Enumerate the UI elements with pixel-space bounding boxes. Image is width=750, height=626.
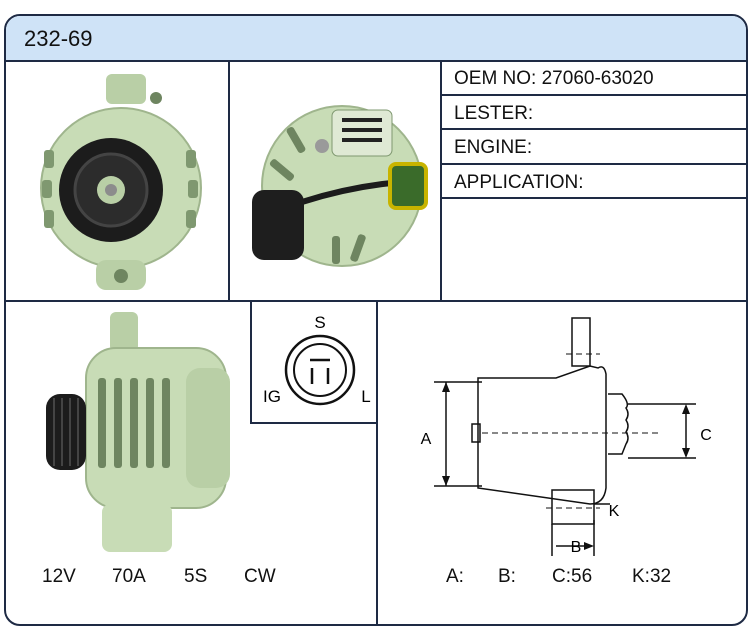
connector-box-bottom: [250, 422, 378, 424]
col-divider-1: [228, 62, 230, 300]
dim-b-value: B:: [498, 566, 516, 587]
title-bar: 232-69: [6, 16, 746, 62]
alternator-side-image: [46, 312, 230, 552]
oem-number: OEM NO: 27060-63020: [454, 68, 654, 89]
info-line-1: [442, 94, 746, 96]
spec-amperage: 70A: [112, 566, 146, 587]
spec-voltage: 12V: [42, 566, 76, 587]
application-field: APPLICATION:: [454, 172, 584, 193]
dimension-drawing: A C B K: [421, 317, 712, 556]
info-line-2: [442, 128, 746, 130]
pin-s-label: S: [314, 313, 325, 332]
row-divider: [6, 300, 746, 302]
info-line-3: [442, 163, 746, 165]
dim-c-label: C: [700, 427, 712, 444]
alternator-rear-image: [252, 105, 428, 267]
spec-rotation: CW: [244, 566, 276, 587]
spec-sheet: 232-69 OEM NO: 27060-63020 LESTER: ENGIN…: [4, 14, 748, 626]
dim-c-value: C:56: [552, 566, 593, 587]
col-divider-3: [376, 302, 378, 624]
part-number: 232-69: [24, 26, 93, 51]
alternator-front-image: [40, 74, 202, 290]
connector-diagram: S IG L: [263, 313, 371, 406]
connector-box-left: [250, 302, 252, 424]
col-divider-2: [440, 62, 442, 300]
lester-field: LESTER:: [454, 103, 534, 124]
dim-k-label: K: [609, 503, 620, 520]
dim-k-value: K:32: [632, 566, 672, 587]
dim-b-label: B: [571, 539, 582, 556]
engine-field: ENGINE:: [454, 137, 533, 158]
info-line-4: [442, 197, 746, 199]
spec-pulley: 5S: [184, 566, 208, 587]
pin-l-label: L: [361, 387, 370, 406]
pin-ig-label: IG: [263, 387, 281, 406]
dim-a-value: A:: [446, 566, 464, 587]
dim-a-label: A: [421, 431, 432, 448]
